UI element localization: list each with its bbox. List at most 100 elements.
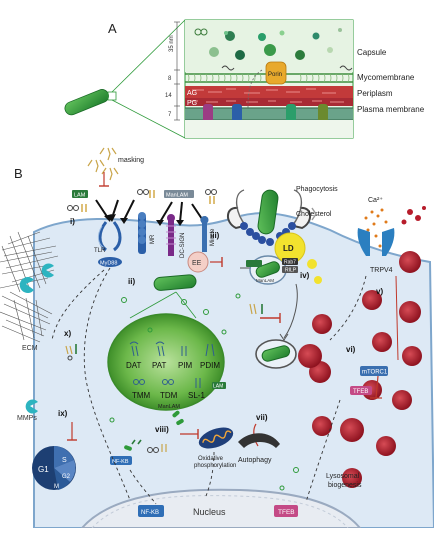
nucleus-label: Nucleus <box>193 507 226 517</box>
myd88-adaptor <box>98 257 122 267</box>
trpv4-channel <box>357 228 395 256</box>
masking-glycolipids <box>87 147 119 181</box>
phagocytosis-label: Phagocytosis <box>296 186 338 193</box>
membrane-protein-3 <box>286 104 296 124</box>
lam-badge-label: LAM <box>74 193 86 199</box>
bacterium-overview <box>64 89 109 116</box>
lipid-icons <box>129 341 215 388</box>
numeral-viii: viii) <box>155 425 169 434</box>
scale-bar: 35 nm 8 14 7 <box>165 21 180 121</box>
numeral-iv: iv) <box>300 271 310 280</box>
scale-14: 14 <box>165 93 172 99</box>
scale-35nm: 35 nm <box>169 35 175 52</box>
numeral-ii: ii) <box>128 277 135 286</box>
cholesterol-label: Cholesterol <box>296 211 332 218</box>
intracellular-bacterium <box>153 274 197 291</box>
phagocytosed-bacterium <box>257 189 279 235</box>
lam-small-badge <box>212 382 226 389</box>
lipid-droplet-small-2 <box>314 276 322 284</box>
mtorc1-label: mTORC1 <box>362 370 388 376</box>
ag-label: AG <box>187 90 197 97</box>
numeral-ix: ix) <box>58 409 68 418</box>
lipid-list: DAT PAT PIM PDIM TMM TDM SL-1 <box>126 361 220 400</box>
cycle-s: S <box>62 457 67 464</box>
manlam-small-label: ManLAM <box>158 404 180 410</box>
mr-receptor <box>138 212 146 254</box>
ecm-label: ECM <box>22 345 38 352</box>
ca-label: Ca²⁺ <box>368 197 383 204</box>
x-ligands <box>65 344 77 361</box>
autophagosome-bacterium <box>261 345 291 362</box>
mincle-label: Mincle <box>210 228 216 246</box>
autophagy-label: Autophagy <box>238 457 272 464</box>
numeral-v: v) <box>376 287 383 296</box>
plasma-membrane <box>185 108 353 120</box>
zoom-line-top <box>111 19 186 93</box>
lam-small-label: LAM <box>213 384 223 390</box>
mtorc1-badge <box>360 366 388 376</box>
zoom-box <box>107 91 117 101</box>
ee-label: EE <box>192 260 202 267</box>
membrane-protein-1 <box>203 104 213 124</box>
pg-label: PG <box>187 100 197 107</box>
mmp-enzymes <box>19 263 54 414</box>
numeral-vi: vi) <box>346 345 356 354</box>
cell-envelope-panel: Porin AG PG <box>184 19 354 139</box>
tlr-receptor <box>97 221 122 252</box>
lysosomal-label-2: biogenesis <box>328 482 362 489</box>
dc-sign-label: DC-SIGN <box>180 233 186 258</box>
numeral-i: i) <box>70 217 75 226</box>
lipid-pdim: PDIM <box>200 361 220 370</box>
phagosome-bacterium <box>255 261 280 278</box>
cycle-m: M <box>54 484 59 490</box>
tfeb-nucleus-label: TFEB <box>278 509 295 516</box>
periplasm-pg-layer <box>185 98 353 106</box>
label-mycomembrane: Mycomembrane <box>357 73 415 82</box>
mmps-label: MMPs <box>17 415 37 422</box>
oxphos-label-1: Oxidative <box>198 456 224 462</box>
myd88-label: MyD88 <box>100 261 117 267</box>
lysosomes <box>309 251 422 488</box>
label-capsule: Capsule <box>357 48 387 57</box>
lysosomal-label-1: Lysosomal <box>326 473 360 480</box>
cycle-g2: G2 <box>62 474 71 480</box>
porin-protein <box>265 61 287 85</box>
lipid-droplet-small-1 <box>307 259 317 269</box>
panel-b-label: B <box>14 166 23 181</box>
manlam-badge <box>164 190 194 198</box>
rab7-label: Rab7 <box>284 260 296 266</box>
scale-8: 8 <box>168 76 172 82</box>
lipid-sl1: SL-1 <box>188 391 205 400</box>
ecm-fibers <box>0 231 59 343</box>
lipid-dat: DAT <box>126 361 142 370</box>
early-endosome <box>187 251 209 273</box>
cycle-g1: G1 <box>38 465 49 474</box>
numeral-iii: iii) <box>210 231 220 240</box>
tlr-label: TLR <box>94 248 106 254</box>
mr-label: MR <box>150 234 156 244</box>
mincle-receptor <box>200 216 209 252</box>
masking-label: masking <box>118 157 144 164</box>
nfkb-badge <box>110 456 132 465</box>
oxphos-label-2: phosphorylation <box>194 463 236 469</box>
scattered-green-rods <box>124 410 184 451</box>
surface-ligands <box>67 189 217 212</box>
ld-label: LD <box>283 244 294 253</box>
scale-7: 7 <box>168 112 172 118</box>
numeral-x: x) <box>64 329 71 338</box>
nfkb-label: NF-KB <box>112 459 129 465</box>
tfeb-badge <box>350 386 372 395</box>
tfeb-nucleus-badge <box>274 505 298 517</box>
calcium-ions <box>364 208 388 248</box>
nfkb-nucleus-label: NF-KB <box>141 510 159 516</box>
rab7-badge <box>282 258 298 265</box>
capsule-particles <box>194 28 342 60</box>
rilp-label: RILP <box>285 268 297 274</box>
lipid-tmm: TMM <box>132 391 151 400</box>
rilp-badge <box>282 266 298 273</box>
membrane-protein-2 <box>232 104 242 124</box>
lam-badge <box>72 190 88 198</box>
extracellular-dots <box>401 206 426 225</box>
